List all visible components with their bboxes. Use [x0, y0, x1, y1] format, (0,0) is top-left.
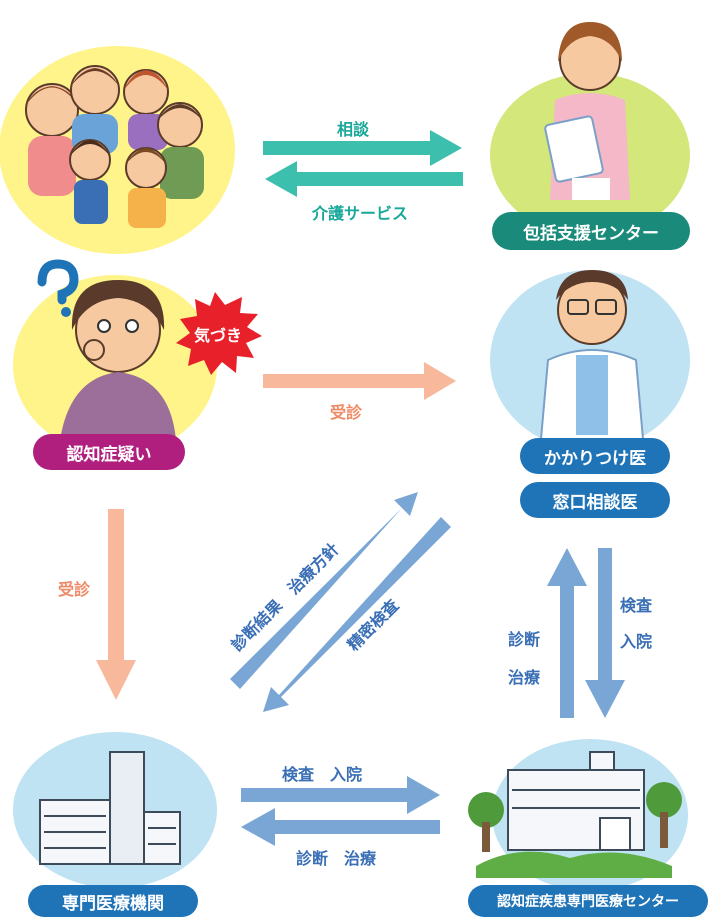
awareness-burst [176, 292, 262, 375]
diagnosis-treatment-label: 診断 治療 [296, 849, 377, 868]
exam-admission-right-arrow [241, 776, 440, 814]
support-staff-illustration [544, 22, 630, 200]
exam-label-vertical: 検査 [620, 596, 653, 615]
consultation-doctor-label: 窓口相談医 [520, 482, 670, 518]
visit-arrow-down [96, 509, 136, 700]
consult-label: 相談 [337, 120, 370, 139]
care-service-label: 介護サービス [312, 204, 409, 223]
admission-label-vertical: 入院 [620, 632, 653, 651]
diagnosis-label-vertical: 診断 [508, 630, 541, 649]
question-mark-icon [37, 259, 79, 317]
exam-admission-down-arrow [585, 548, 625, 718]
consult-arrow [263, 130, 462, 166]
dementia-center-building-illustration [468, 751, 682, 878]
family-doctor-label: かかりつけ医 [520, 438, 670, 474]
diagnosis-treatment-up-arrow [547, 548, 587, 718]
detail-exam-arrow [263, 517, 451, 712]
treatment-label-vertical: 治療 [508, 668, 541, 687]
worried-person-illustration [60, 280, 176, 440]
specialist-institution-label: 専門医療機関 [28, 885, 198, 917]
visit-right-label: 受診 [330, 403, 363, 422]
specialist-building-illustration [39, 751, 181, 865]
doctor-illustration [538, 270, 646, 451]
visit-down-label: 受診 [58, 580, 91, 599]
diagnosis-treatment-left-arrow [241, 808, 440, 846]
suspected-dementia-label: 認知症疑い [33, 434, 185, 470]
awareness-bubble-text: 気づき [194, 326, 243, 345]
exam-admission-label: 検査 入院 [282, 765, 363, 784]
care-service-arrow [265, 161, 463, 197]
dementia-center-label: 認知症疾患専門医療センター [468, 885, 708, 917]
visit-arrow-right [263, 362, 456, 400]
family-illustration [25, 65, 204, 228]
support-center-label: 包括支援センター [492, 212, 690, 250]
diagnosis-result-arrow [230, 492, 418, 689]
